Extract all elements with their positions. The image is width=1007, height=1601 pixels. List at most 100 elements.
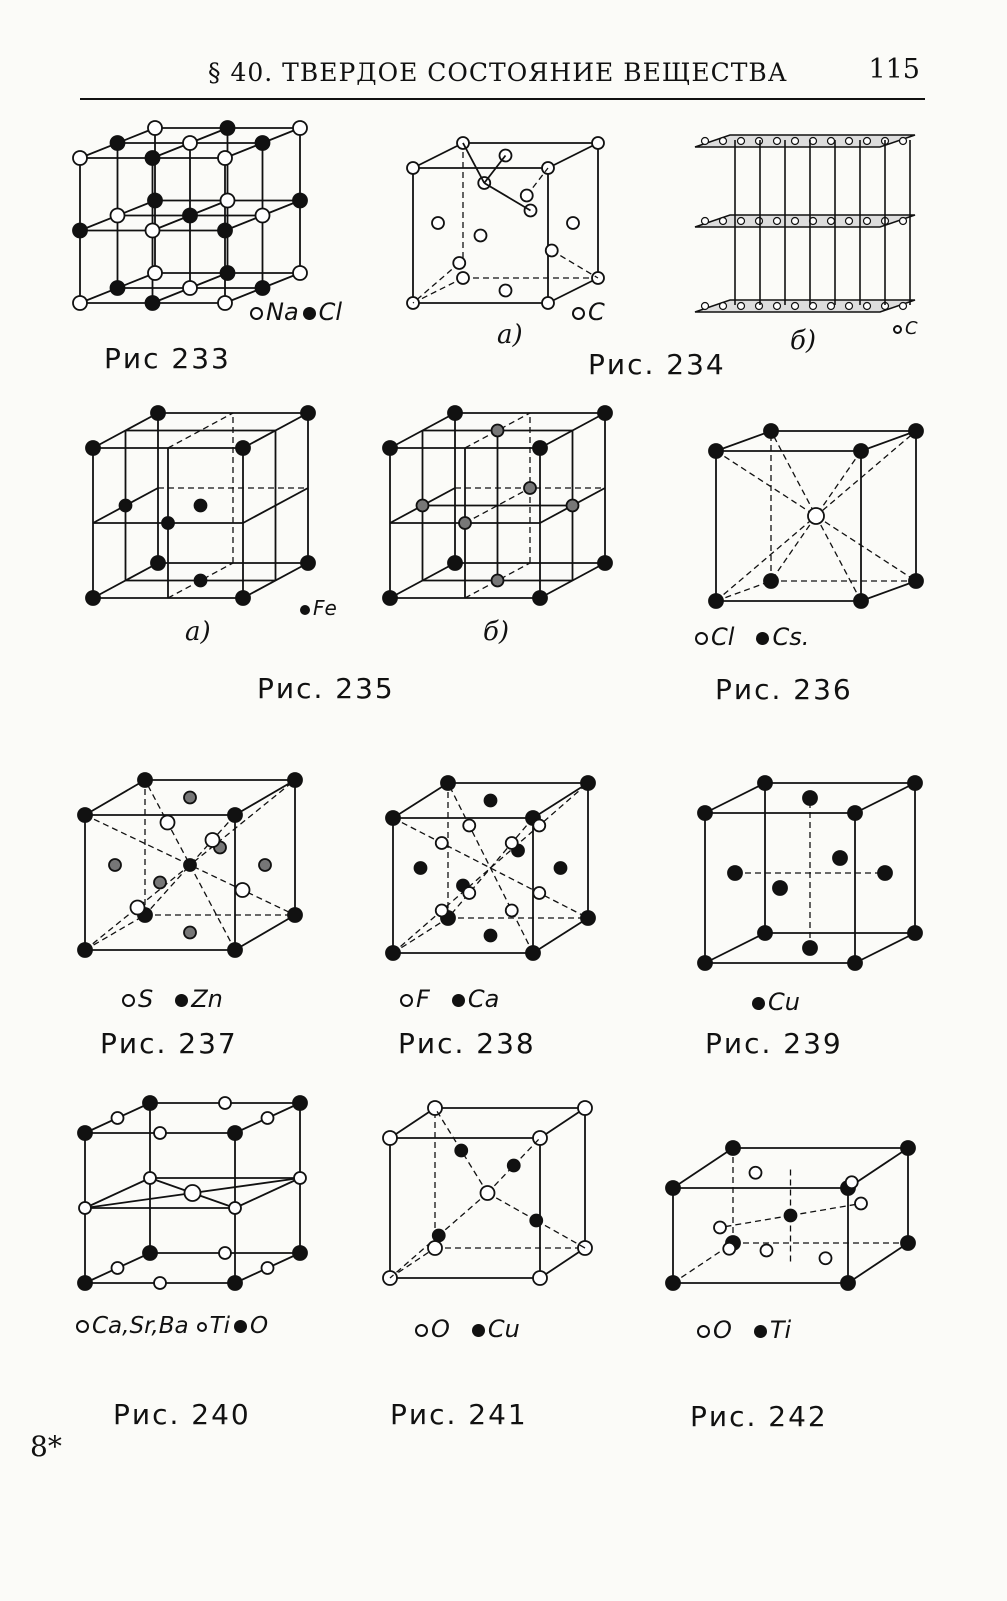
filled-atom: [697, 955, 713, 971]
lattice-edge: [392, 782, 449, 819]
lattice-edge: [704, 782, 766, 814]
open-atom: [234, 882, 251, 898]
filled-atom: [490, 423, 505, 438]
figure-235-legend: Fe: [300, 596, 337, 620]
filled-atom: [183, 858, 197, 872]
open-atom: [228, 1201, 242, 1215]
lattice-bond: [770, 430, 862, 602]
lattice-bond: [487, 1192, 537, 1222]
filled-atom: [144, 295, 161, 311]
open-atom: [153, 1276, 167, 1290]
filled-atom: [772, 880, 788, 896]
filled-atom: [908, 423, 924, 439]
lattice-drawing: [77, 772, 303, 958]
lattice-bond: [715, 580, 772, 602]
lattice-edge: [547, 142, 599, 169]
filled-atom: [853, 593, 869, 609]
open-atom: [218, 1246, 232, 1260]
filled-atom: [235, 440, 251, 456]
filled-atom: [440, 775, 456, 791]
open-atom: [110, 1111, 125, 1125]
lattice-edge: [483, 154, 507, 184]
lattice-bond: [719, 1214, 791, 1229]
filled-atom: [385, 810, 401, 826]
open-atom: [541, 296, 555, 310]
open-atom: [434, 903, 449, 918]
lattice-bond: [84, 914, 146, 951]
open-atom: [854, 1196, 868, 1211]
figure-234b-legend: C: [893, 318, 918, 339]
figure-236-cscl-lattice: [708, 418, 924, 609]
lattice-edge: [854, 782, 916, 814]
open-atom: [790, 136, 800, 146]
open-atom: [713, 1220, 727, 1235]
lattice-drawing: [665, 1140, 916, 1291]
open-atom: [504, 836, 519, 850]
open-atom: [427, 1100, 443, 1116]
filled-atom: [254, 135, 271, 151]
filled-atom: [150, 405, 166, 421]
filled-atom: [763, 423, 779, 439]
open-circle-icon: [76, 1320, 89, 1333]
filled-atom: [292, 192, 308, 209]
open-atom: [718, 136, 728, 146]
filled-atom: [161, 516, 175, 530]
lattice-drawing: [385, 775, 596, 961]
open-atom: [862, 216, 872, 226]
open-atom: [473, 228, 488, 243]
open-atom: [898, 301, 908, 311]
lattice-bond: [447, 817, 534, 919]
filled-atom: [506, 1158, 521, 1173]
filled-atom: [553, 861, 568, 875]
lattice-bond: [464, 487, 531, 524]
figure-239-fcc-copper: [697, 775, 923, 971]
open-atom: [772, 216, 782, 226]
open-atom: [406, 161, 420, 175]
filled-atom: [300, 555, 316, 571]
lattice-edge: [704, 932, 766, 964]
open-atom: [759, 1243, 774, 1258]
lattice-bond: [392, 817, 589, 919]
open-atom: [718, 301, 728, 311]
lattice-bond: [464, 562, 531, 599]
lattice-edge: [539, 1107, 586, 1139]
open-atom: [826, 216, 836, 226]
filled-atom: [757, 775, 773, 791]
open-atom: [382, 1130, 398, 1146]
open-atom: [862, 136, 872, 146]
open-atom: [456, 271, 470, 285]
filled-atom: [757, 925, 773, 941]
lattice-bond: [535, 1219, 586, 1249]
lattice-edge: [84, 779, 146, 816]
open-atom: [532, 886, 547, 900]
filled-atom: [532, 590, 548, 606]
open-atom: [159, 814, 176, 831]
filled-atom: [907, 925, 923, 941]
open-atom: [254, 207, 271, 224]
filled-atom: [413, 861, 428, 875]
filled-atom: [118, 498, 133, 513]
open-circle-icon: [572, 306, 585, 320]
figure-236-caption: Рис. 236: [715, 673, 853, 706]
filled-atom: [847, 805, 863, 821]
filled-atom: [490, 573, 505, 588]
open-atom: [204, 832, 221, 848]
open-atom: [772, 136, 782, 146]
open-atom: [754, 216, 764, 226]
open-atom: [790, 301, 800, 311]
open-atom: [826, 136, 836, 146]
filled-atom: [235, 590, 251, 606]
filled-atom: [147, 192, 163, 209]
filled-atom: [287, 907, 303, 923]
filled-atom: [454, 1143, 469, 1158]
open-atom: [431, 216, 445, 230]
open-circle-icon: [893, 324, 902, 334]
open-atom: [129, 899, 146, 916]
filled-atom: [597, 555, 613, 571]
filled-circle-icon: [471, 1323, 485, 1337]
figure-235a-label: а): [185, 617, 211, 647]
open-atom: [182, 135, 198, 151]
lattice-bond: [167, 562, 234, 599]
lattice-bond: [84, 814, 296, 916]
